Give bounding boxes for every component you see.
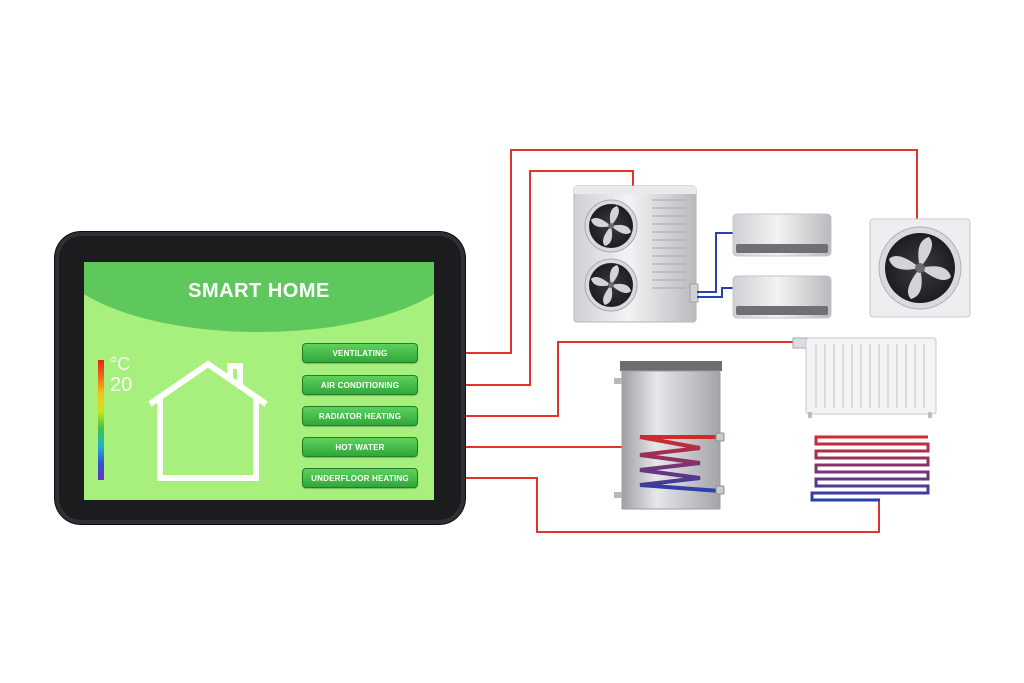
wire-ventilating [432,149,918,354]
wire-radiator-heating [432,341,793,417]
indoor-split-unit-bottom [732,275,832,319]
hot-water-button[interactable]: HOT WATER [302,437,418,457]
refrigerant-pipes [697,232,733,298]
house-icon [148,360,268,481]
hot-water-tank-icon [614,361,725,510]
outdoor-ac-unit [573,185,699,323]
ventilating-button[interactable]: VENTILATING [302,343,418,363]
tablet-screen: SMART HOME °C 20 VENTILATING AIR CONDITI… [84,262,434,500]
ac-fan-bottom-icon [584,258,638,312]
air-conditioning-button[interactable]: AIR CONDITIONING [302,375,418,395]
underfloor-heating-icon [810,435,930,502]
radiator-heating-button[interactable]: RADIATOR HEATING [302,406,418,426]
ac-fan-top-icon [584,199,638,253]
underfloor-heating-button[interactable]: UNDERFLOOR HEATING [302,468,418,488]
indoor-split-unit-top [732,213,832,257]
ventilation-fan-icon [869,218,971,318]
temperature-scale-bar [98,360,104,480]
screen-title: SMART HOME [188,280,330,302]
temperature-value: 20 [110,374,133,396]
temperature-unit: °C [110,354,131,374]
radiator-icon [792,337,937,418]
wire-underfloor-heating [432,477,880,533]
wire-air-conditioning [432,170,634,386]
